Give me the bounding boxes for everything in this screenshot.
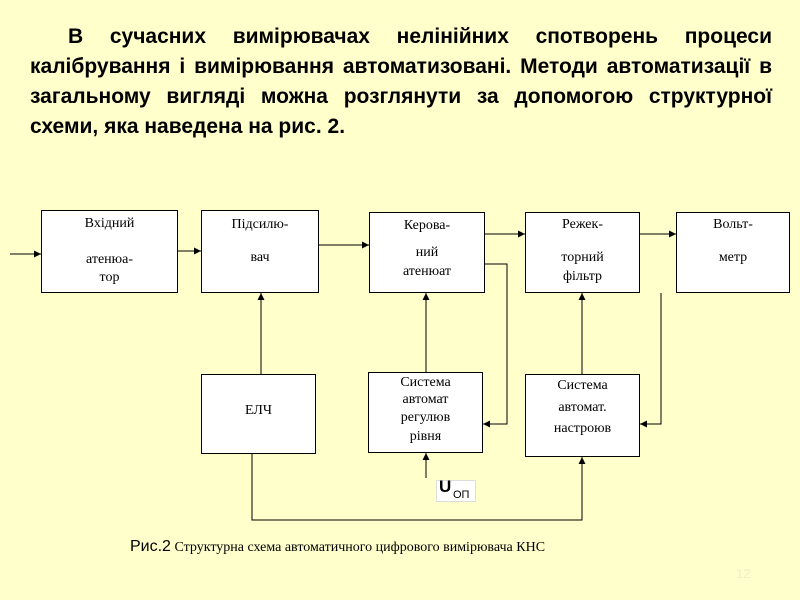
block-label: метр <box>718 250 748 265</box>
intro-paragraph: В сучасних вимірювачах нелінійних спотво… <box>30 25 772 138</box>
block-label: автомат <box>402 392 449 407</box>
amplifier-block: Підсилю- вач <box>201 210 319 293</box>
block-label: Підсилю- <box>231 217 289 232</box>
block-label: Система <box>557 378 608 393</box>
block-label: ЕЛЧ <box>245 403 272 418</box>
block-label: Вхідний <box>84 216 135 231</box>
block-label: настроюв <box>553 421 612 436</box>
block-label: рівня <box>409 429 442 444</box>
controlled-attenuator-block: Керова- ний атенюат <box>369 212 485 293</box>
block-label: атенюа- <box>85 252 133 267</box>
block-label: атенюат <box>402 264 452 279</box>
block-label: Режек- <box>562 217 603 232</box>
block-label: автомат. <box>558 400 607 415</box>
tuning-system-block: Система автомат. настроюв <box>525 374 640 457</box>
block-label: Система <box>400 375 451 390</box>
slide-number: 12 <box>736 566 751 581</box>
figure-number: Рис.2 <box>130 538 171 555</box>
block-label: торний <box>561 250 604 265</box>
feedback-attenuator-level-control <box>483 263 508 428</box>
block-label: вач <box>250 250 270 265</box>
figure-caption-text: Структурна схема автоматичного цифрового… <box>170 540 546 555</box>
reference-voltage-symbol: U <box>439 477 452 496</box>
block-label: регулюв <box>400 410 451 425</box>
reference-voltage-label: U ОП <box>436 477 476 502</box>
block-label: фільтр <box>562 269 603 284</box>
block-label: тор <box>99 270 120 285</box>
reference-voltage-subscript: ОП <box>453 489 470 501</box>
level-control-block: Система автомат регулюв рівня <box>368 372 483 453</box>
block-label: Вольт- <box>713 217 753 232</box>
block-label: ний <box>415 245 439 260</box>
voltmeter-block: Вольт- метр <box>676 212 790 293</box>
block-label: Керова- <box>403 218 451 233</box>
figure-caption: Рис.2 Структурна схема автоматичного циф… <box>130 538 545 556</box>
input-attenuator-block: Вхідний атенюа- тор <box>41 210 178 293</box>
link-elch-tuning <box>251 454 586 521</box>
feedback-voltmeter-tuning <box>640 293 662 428</box>
elch-block: ЕЛЧ <box>201 374 316 454</box>
notch-filter-block: Режек- торний фільтр <box>525 212 640 293</box>
